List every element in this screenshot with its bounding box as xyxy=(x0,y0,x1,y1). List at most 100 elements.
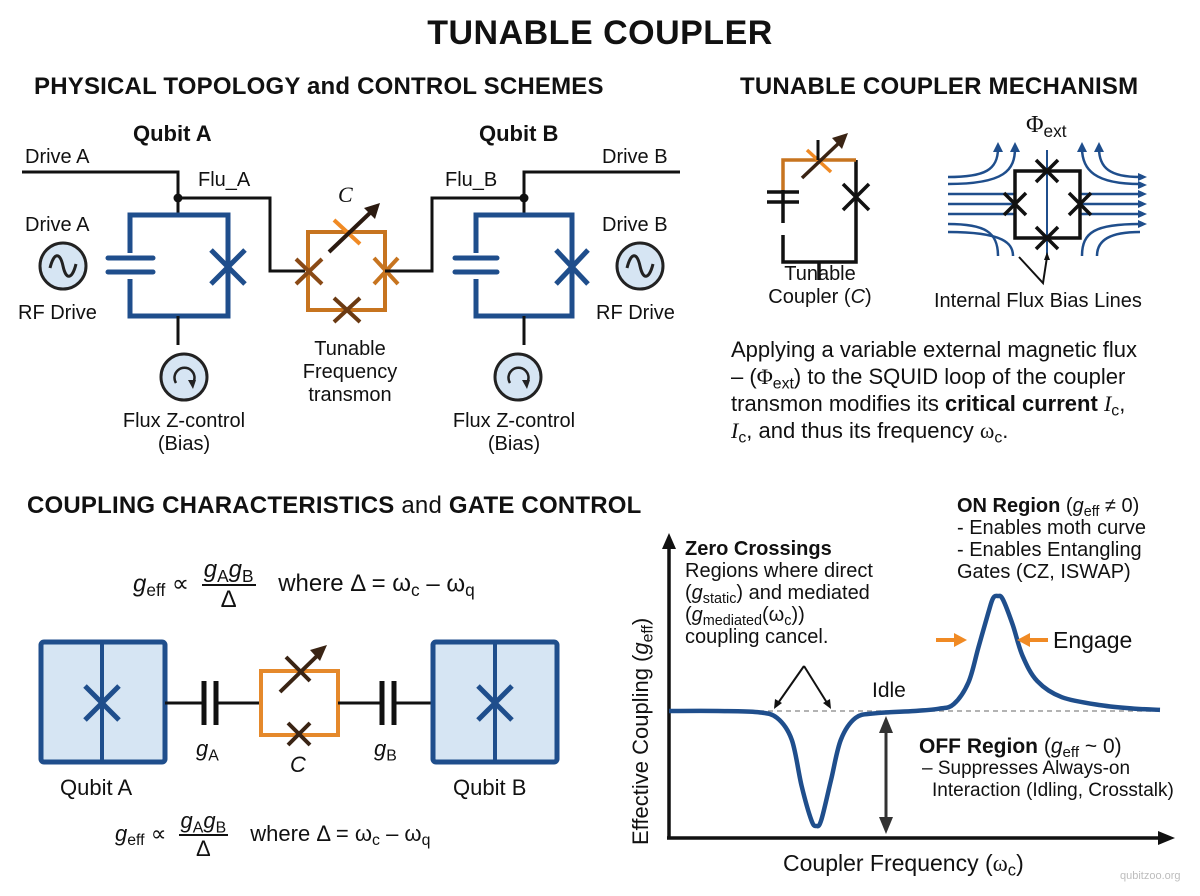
g: g xyxy=(203,808,216,833)
formula-g: g xyxy=(133,570,147,598)
coupling-gb-label: gB xyxy=(374,736,397,765)
annotation-title: OFF Region xyxy=(919,735,1038,758)
text: transmon modifies its xyxy=(731,391,945,416)
text: ( xyxy=(685,582,692,604)
coupling-curve xyxy=(668,593,1161,829)
subscript: ext xyxy=(772,375,794,393)
rf-drive-a-icon xyxy=(38,241,88,291)
arrowhead xyxy=(774,699,782,709)
text: ≠ 0) xyxy=(1099,495,1140,517)
coupling-qubit-b-label: Qubit B xyxy=(453,775,527,800)
subscript: c xyxy=(784,613,792,630)
annotation-line: (gmediated(ωc)) xyxy=(685,604,873,630)
caption-line: transmon xyxy=(308,384,392,406)
text: ( xyxy=(1060,495,1073,517)
subscript: eff xyxy=(146,580,166,601)
coupling-qubit-a-label: Qubit A xyxy=(60,775,133,800)
label-text: ) xyxy=(628,617,653,626)
paragraph-line: Applying a variable external magnetic fl… xyxy=(731,337,1138,362)
label-text: Coupler Frequency ( xyxy=(783,850,993,876)
fraction-numerator: gAgB xyxy=(178,808,229,837)
fraction-denominator: Δ xyxy=(195,836,211,861)
fraction-denominator: Δ xyxy=(220,586,237,613)
tunable-arrow-icon xyxy=(327,209,374,254)
formula-where: where Δ = ω xyxy=(250,820,373,846)
rf-drive-a-top-label: Drive A xyxy=(25,214,90,236)
text: . xyxy=(1002,418,1009,443)
rf-drive-b-icon xyxy=(615,241,665,291)
coupling-coupler-label: C xyxy=(290,752,306,777)
g: g xyxy=(374,736,387,761)
coupler-symbol-label: C xyxy=(338,182,353,207)
caption-line: Flux Z-control xyxy=(122,410,246,432)
squid-flux-diagram xyxy=(947,142,1147,286)
subscript: eff xyxy=(1062,744,1080,762)
tunable-arrow-icon xyxy=(278,653,320,694)
annotation-title-line: ON Region (geff ≠ 0) xyxy=(957,495,1146,519)
arrowhead xyxy=(879,817,893,834)
annotation-line: - Enables moth curve xyxy=(957,517,1146,539)
flux-a-line-label: Flu_A xyxy=(198,169,251,191)
flux-a-line xyxy=(178,196,305,273)
subscript: mediated xyxy=(702,613,762,630)
coupling-formula-bottom: geff ∝ gAgB Δ where Δ = ωc – ωq xyxy=(115,808,430,862)
flux-b-line-label: Flu_B xyxy=(445,169,498,191)
caption-text: ) xyxy=(865,286,872,308)
annotation-title: Zero Crossings xyxy=(685,538,832,560)
subscript: eff xyxy=(639,625,657,643)
section-heading-topology: PHYSICAL TOPOLOGY and CONTROL SCHEMES xyxy=(34,73,604,100)
caption-line: (Bias) xyxy=(157,433,211,455)
caption-line: Tunable xyxy=(784,263,856,285)
annotation-title-line: OFF Region (geff ~ 0) xyxy=(919,735,1174,762)
arrowhead xyxy=(879,716,893,733)
qubit-b-label: Qubit B xyxy=(479,121,559,146)
g: g xyxy=(196,736,209,761)
symbol: I xyxy=(731,418,739,443)
formula-fraction: gAgB Δ xyxy=(178,808,229,862)
qubit-b-circuit xyxy=(452,198,590,345)
subscript: c xyxy=(372,832,380,850)
subscript: B xyxy=(242,565,254,586)
rf-drive-b-bottom-label: RF Drive xyxy=(596,302,675,324)
omega-symbol: ω xyxy=(992,851,1008,876)
flux-bias-b-icon xyxy=(493,352,543,402)
symbol: g xyxy=(691,582,703,604)
rf-drive-b-top-label: Drive B xyxy=(602,214,668,236)
flux-bias-lines-caption: Internal Flux Bias Lines xyxy=(934,290,1142,312)
watermark: qubitzoo.org xyxy=(1120,870,1181,882)
engage-label: Engage xyxy=(1053,627,1133,653)
idle-label: Idle xyxy=(872,679,906,702)
flux-control-b-label: Flux Z-control (Bias) xyxy=(434,410,594,456)
subscript: B xyxy=(386,747,397,765)
label-text: ) xyxy=(1016,850,1024,876)
mechanism-description: Applying a variable external magnetic fl… xyxy=(731,336,1191,447)
annotation-line: – Suppresses Always-on xyxy=(922,758,1131,779)
annotation-line: (gstatic) and mediated xyxy=(685,582,873,608)
subscript: A xyxy=(217,565,229,586)
annotation-line: coupling cancel. xyxy=(685,626,829,648)
flux-control-a-label: Flux Z-control (Bias) xyxy=(104,410,264,456)
formula-minus: – ω xyxy=(379,820,422,846)
caption-line: Frequency xyxy=(302,361,398,383)
formula-fraction: gAgB Δ xyxy=(201,556,256,614)
text: (ω xyxy=(762,604,785,626)
tunable-coupler-circuit xyxy=(294,203,400,324)
subscript: B xyxy=(215,819,227,837)
caption-line: Coupler (C) xyxy=(745,286,895,309)
text: )) xyxy=(791,604,805,626)
zero-crossings-annotation: Zero Crossings Regions where direct (gst… xyxy=(685,538,873,648)
qubit-a-circuit xyxy=(105,198,247,345)
subscript: A xyxy=(192,819,204,837)
section-heading-coupling: COUPLING CHARACTERISTICS and GATE CONTRO… xyxy=(27,492,641,520)
caption-line: Tunable xyxy=(314,338,386,360)
caption-line: (Bias) xyxy=(487,433,541,455)
caption-symbol: C xyxy=(850,286,866,308)
annotation-line: - Enables Entangling xyxy=(957,539,1142,561)
subscript: static xyxy=(702,591,737,608)
zero-crossing-arrows xyxy=(775,665,830,707)
qubit-b-block xyxy=(430,639,560,765)
text: , xyxy=(1119,391,1126,416)
subscript: c xyxy=(994,429,1003,447)
